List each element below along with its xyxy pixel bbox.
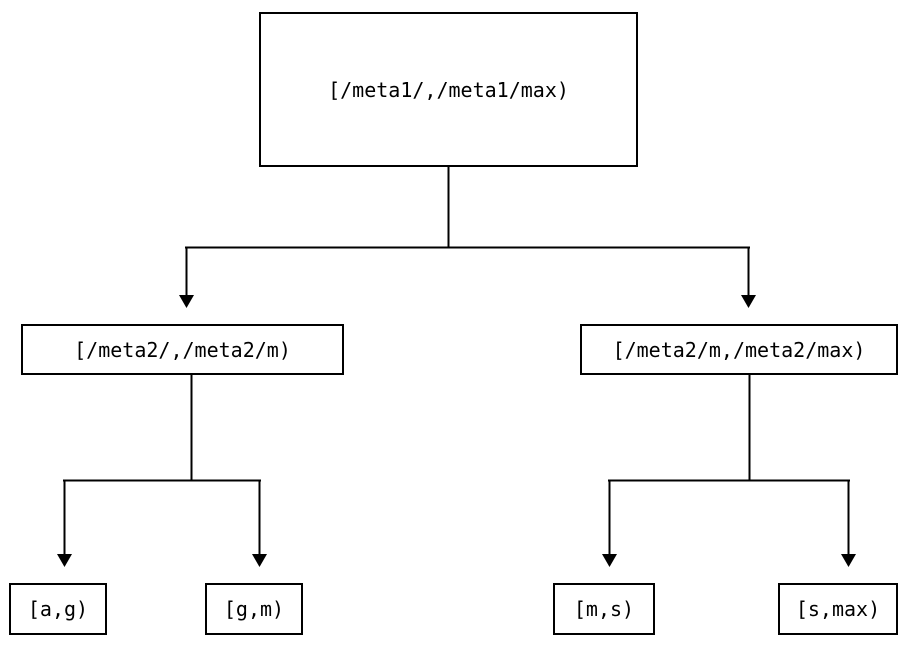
tree-node-leaf-g-m[interactable]: [g,m) [205, 583, 303, 635]
arrowhead-root-to-right-mid [741, 295, 756, 308]
tree-node-left-mid[interactable]: [/meta2/,/meta2/m) [21, 324, 344, 375]
edge-root-to-middles [179, 167, 756, 308]
tree-node-leaf-s-max[interactable]: [s,max) [778, 583, 898, 635]
tree-node-right-mid-label: [/meta2/m,/meta2/max) [612, 337, 866, 362]
tree-node-left-mid-label: [/meta2/,/meta2/m) [74, 337, 291, 362]
tree-node-leaf-a-g-label: [a,g) [27, 597, 89, 621]
arrowhead-left-mid-to-leaf-gm [252, 554, 267, 567]
tree-node-leaf-a-g[interactable]: [a,g) [9, 583, 107, 635]
arrowhead-right-mid-to-leaf-smax [841, 554, 856, 567]
arrowhead-right-mid-to-leaf-ms [602, 554, 617, 567]
tree-node-root-label: [/meta1/,/meta1/max) [328, 77, 569, 102]
tree-node-leaf-s-max-label: [s,max) [795, 597, 881, 621]
edge-left-mid-to-leaves [57, 375, 267, 567]
arrowhead-left-mid-to-leaf-ag [57, 554, 72, 567]
tree-node-leaf-m-s-label: [m,s) [573, 597, 635, 621]
tree-node-leaf-g-m-label: [g,m) [223, 597, 285, 621]
tree-node-right-mid[interactable]: [/meta2/m,/meta2/max) [580, 324, 898, 375]
tree-node-root[interactable]: [/meta1/,/meta1/max) [259, 12, 638, 167]
tree-node-leaf-m-s[interactable]: [m,s) [553, 583, 655, 635]
edge-right-mid-to-leaves [602, 375, 856, 567]
arrowhead-root-to-left-mid [179, 295, 194, 308]
